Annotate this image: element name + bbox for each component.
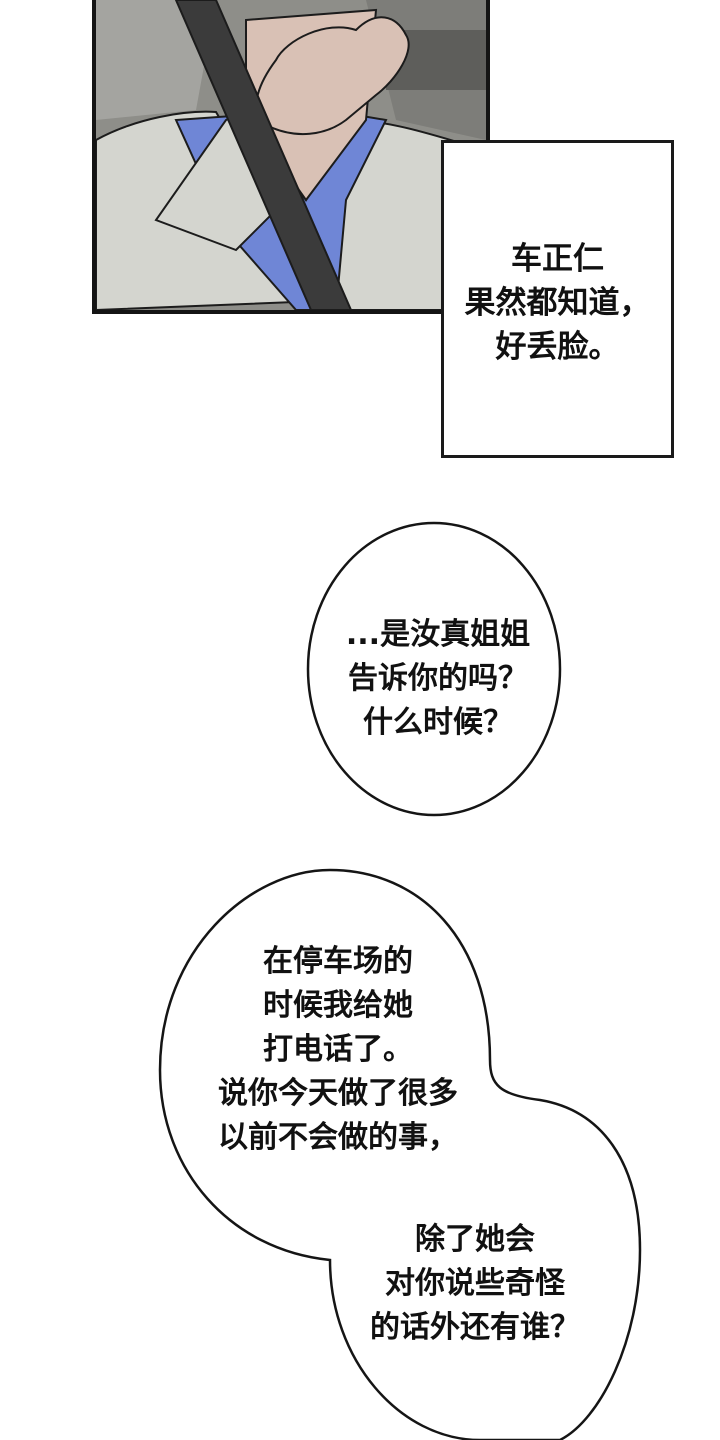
illustration-panel	[92, 0, 490, 314]
window-left	[96, 0, 216, 120]
speech-line: 对你说些奇怪	[385, 1266, 565, 1301]
speech-bubble-top	[306, 521, 562, 817]
narration-line: 车正仁	[511, 241, 604, 277]
speech-line: 的话外还有谁？	[370, 1310, 580, 1345]
car-interior-illustration	[96, 0, 486, 310]
narration-text: 车正仁 果然都知道， 好丢脸。	[444, 237, 671, 369]
speech-line: 说你今天做了很多	[218, 1076, 458, 1111]
narration-line: 果然都知道，	[464, 285, 651, 321]
speech-text-bottom-upper: 在停车场的 时候我给她 打电话了。 说你今天做了很多 以前不会做的事，	[180, 940, 496, 1160]
speech-text-top: ...是汝真姐姐 告诉你的吗？ 什么时候？	[318, 613, 558, 745]
speech-line: 告诉你的吗？	[348, 661, 528, 696]
speech-text-bottom-lower: 除了她会 对你说些奇怪 的话外还有谁？	[350, 1218, 600, 1350]
narration-line: 好丢脸。	[495, 329, 620, 365]
narration-box: 车正仁 果然都知道， 好丢脸。	[441, 140, 674, 458]
speech-line: 除了她会	[415, 1222, 535, 1257]
speech-line: 打电话了。	[263, 1032, 413, 1067]
speech-line: ...是汝真姐姐	[345, 617, 531, 652]
speech-bubble-bottom	[158, 868, 642, 1440]
speech-line: 时候我给她	[263, 988, 413, 1023]
speech-line: 在停车场的	[263, 944, 413, 979]
speech-line: 以前不会做的事，	[218, 1120, 458, 1155]
speech-line: 什么时候？	[363, 705, 513, 740]
seatbelt	[174, 0, 353, 310]
